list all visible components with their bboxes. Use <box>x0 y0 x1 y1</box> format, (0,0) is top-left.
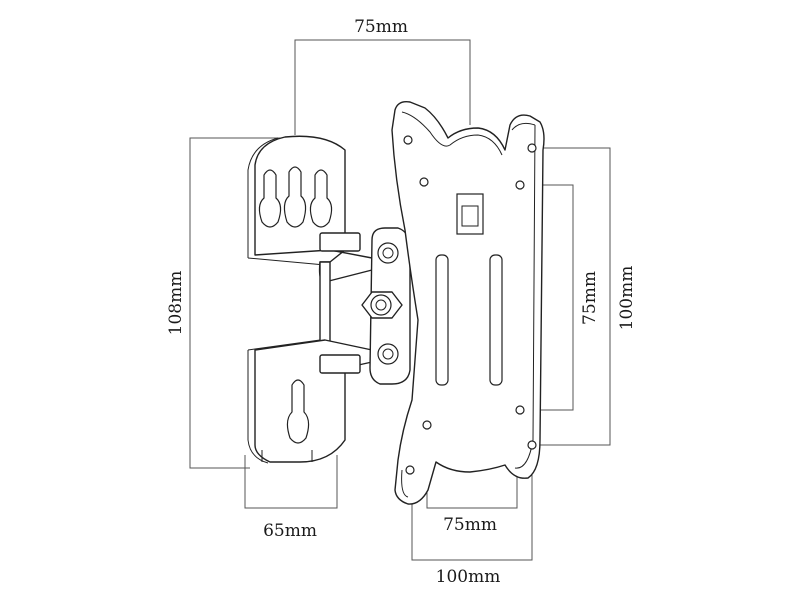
vesa-slot-right <box>489 254 503 386</box>
vesa-outer-vertical-dimension-line <box>540 147 611 446</box>
top-width-label: 75mm <box>354 17 408 37</box>
vesa-outer-horizontal-dimension-line <box>411 470 533 561</box>
vesa-plate <box>391 100 545 505</box>
pivot-arm <box>319 227 411 385</box>
top-width-dimension-line <box>294 39 471 135</box>
wall-plate-height-label: 108mm <box>166 271 186 336</box>
swivel-nut-bottom-icon <box>377 343 399 365</box>
pivot-bottom-bolt <box>319 354 361 374</box>
vesa-hole-icon <box>515 405 525 415</box>
vesa-hole-icon <box>422 420 432 430</box>
vesa-hole-icon <box>527 143 537 153</box>
wall-plate-web <box>319 261 331 346</box>
pivot-top-bolt <box>319 232 361 252</box>
keyhole-slot-icon <box>283 166 307 228</box>
vesa-inner-vertical-dimension-line <box>525 184 574 411</box>
wall-plate-width-label: 65mm <box>263 521 317 541</box>
wall-plate <box>247 135 373 464</box>
vesa-lock-tab <box>456 193 484 235</box>
keyhole-slot-icon <box>258 169 282 228</box>
vesa-slot-left <box>435 254 449 386</box>
vesa-hole-icon <box>405 465 415 475</box>
wall-plate-width-dimension-line <box>244 455 338 509</box>
vesa-hole-icon <box>403 135 413 145</box>
keyhole-slot-icon <box>286 379 310 444</box>
keyhole-slot-icon <box>309 169 333 228</box>
vesa-outer-horizontal-label: 100mm <box>436 567 501 587</box>
vesa-inner-vertical-label: 75mm <box>580 271 600 325</box>
vesa-hole-icon <box>515 180 525 190</box>
vesa-inner-horizontal-label: 75mm <box>443 515 497 535</box>
vesa-hole-icon <box>419 177 429 187</box>
vesa-hole-icon <box>527 440 537 450</box>
swivel-nut-top-icon <box>377 242 399 264</box>
wall-plate-height-dimension-line <box>189 137 295 469</box>
vesa-plate-outline <box>391 100 545 505</box>
vesa-outer-vertical-label: 100mm <box>617 266 637 331</box>
